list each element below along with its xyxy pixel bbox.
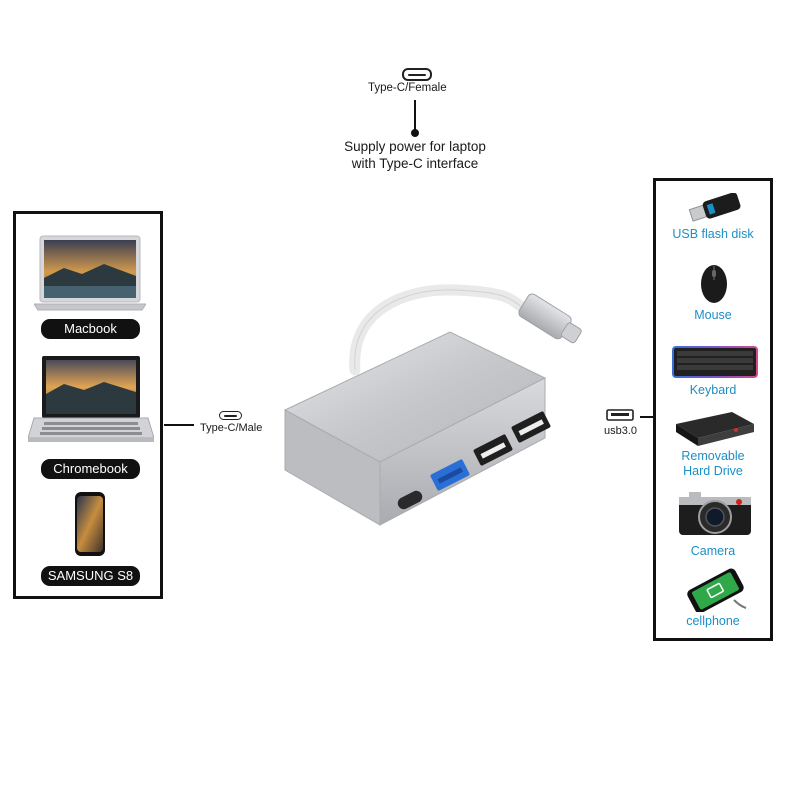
device-badge-macbook: Macbook (41, 319, 140, 339)
type-c-male-plug (518, 293, 582, 344)
left-connector-line (164, 424, 194, 426)
cellphone-icon (687, 568, 747, 612)
usb-flash-disk-icon (688, 193, 741, 222)
hard-drive-label-line2: Hard Drive (683, 464, 743, 478)
female-connector-dot (411, 129, 419, 137)
type-c-female-icon (402, 68, 432, 81)
keyboard-icon (672, 346, 758, 378)
macbook-icon (34, 235, 146, 311)
mouse-icon (701, 265, 727, 303)
type-c-male-label: Type-C/Male (200, 422, 263, 434)
usb3-label: usb3.0 (604, 425, 638, 437)
female-connector-line (414, 100, 416, 132)
usb-flash-disk-label: USB flash disk (672, 227, 754, 241)
keyboard-label: Keybard (689, 383, 737, 397)
right-connector-line (640, 416, 654, 418)
peripheral-devices-panel: USB flash disk Mouse Keybard Removabl (653, 178, 773, 641)
mouse-label: Mouse (694, 308, 732, 322)
camera-icon (679, 492, 751, 535)
phone-icon (75, 492, 105, 556)
type-c-male-icon (219, 411, 242, 420)
type-c-female-label: Type-C/Female (368, 82, 447, 94)
usb-c-hub-image (283, 284, 582, 526)
hard-drive-label-line1: Removable (681, 449, 745, 463)
supply-power-text: Supply power for laptop with Type-C inte… (310, 138, 520, 172)
supply-power-line1: Supply power for laptop (344, 139, 486, 154)
laptop-devices-panel: Macbook Chromebook (13, 211, 163, 599)
device-badge-samsung-s8: SAMSUNG S8 (41, 566, 140, 586)
usb3-icon (606, 409, 634, 421)
device-badge-chromebook: Chromebook (41, 459, 140, 479)
camera-label: Camera (690, 544, 736, 558)
hub-type-c-port (397, 490, 423, 510)
cellphone-label: cellphone (686, 614, 740, 628)
hard-drive-label: Removable Hard Drive (656, 449, 770, 479)
supply-power-line2: with Type-C interface (351, 156, 479, 171)
chromebook-icon (28, 356, 154, 442)
hard-drive-icon (676, 412, 754, 446)
